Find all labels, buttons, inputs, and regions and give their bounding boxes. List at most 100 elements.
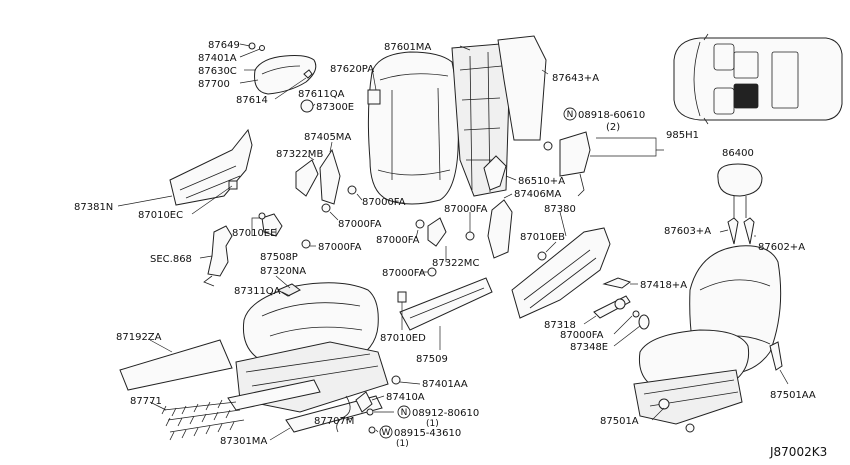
side-shield-87380 xyxy=(511,227,611,319)
trim-87406ma xyxy=(487,199,513,259)
callout-87192za: 87192ZA xyxy=(116,332,162,343)
callout-87318: 87318 xyxy=(544,320,576,331)
cap-87401a xyxy=(259,45,265,51)
bolt-set-87771 xyxy=(149,399,245,441)
screw-87000fa-b xyxy=(347,185,357,195)
tag-87620pa xyxy=(367,89,381,105)
symbol-w: W xyxy=(382,428,391,438)
clip-87614 xyxy=(303,69,313,79)
callout-87010ed: 87010ED xyxy=(380,333,426,344)
symbol-circle-n2 xyxy=(397,405,411,419)
module-985h1 xyxy=(559,131,591,177)
armrest-seam xyxy=(261,65,301,75)
symbol-circle-w xyxy=(379,425,393,439)
callout-87000fa-7: 87000FA xyxy=(560,330,604,341)
callout-87509: 87509 xyxy=(416,354,448,365)
symbol-n2: N xyxy=(401,408,408,418)
guide-87602a xyxy=(743,217,755,245)
callout-87348e: 87348E xyxy=(570,342,608,353)
callout-87000fa-5: 87000FA xyxy=(376,235,420,246)
callout-87380: 87380 xyxy=(544,204,576,215)
right-side-shield-group xyxy=(511,211,650,347)
bolt-08918 xyxy=(543,141,553,151)
trim-87322mc xyxy=(427,217,447,247)
seat-cushion-group xyxy=(227,275,421,441)
symbol-n: N xyxy=(567,110,574,120)
callout-985h1: 985H1 xyxy=(666,130,699,141)
side-shield-87381n xyxy=(169,128,253,206)
callout-86400: 86400 xyxy=(722,148,754,159)
cap-87348e xyxy=(638,314,650,330)
callout-87322mc: 87322MC xyxy=(432,258,479,269)
link-87410a xyxy=(355,391,373,413)
screw-87000fa-g xyxy=(632,310,640,318)
callout-87405ma: 87405MA xyxy=(304,132,351,143)
callout-86510a: 86510+A xyxy=(518,176,565,187)
screw-87000fa-e xyxy=(465,231,475,241)
callout-87010eb: 87010EB xyxy=(520,232,565,243)
callout-87630c: 87630C xyxy=(198,66,237,77)
callout-08918-qty: (2) xyxy=(606,122,620,133)
callout-87000fa-3: 87000FA xyxy=(318,242,362,253)
callout-87602a: 87602+A xyxy=(758,242,805,253)
screw-87000fa-a xyxy=(321,203,331,213)
callout-87501aa: 87501AA xyxy=(770,390,816,401)
callout-87000fa-2: 87000FA xyxy=(338,219,382,230)
callout-87320na: 87320NA xyxy=(260,266,306,277)
callout-87010ec: 87010EC xyxy=(138,210,183,221)
callout-08912: 08912-80610 xyxy=(412,408,479,419)
vehicle-outline xyxy=(673,37,843,121)
callout-87300e: 87300E xyxy=(316,102,354,113)
callout-87603a: 87603+A xyxy=(664,226,711,237)
callout-87611qa: 87611QA xyxy=(298,89,345,100)
callout-87643a: 87643+A xyxy=(552,73,599,84)
callout-87401a: 87401A xyxy=(198,53,237,64)
center-bracket-group xyxy=(397,155,517,350)
vehicle-locator xyxy=(673,33,843,125)
locator-seat-front xyxy=(733,51,759,79)
seat-rail-left xyxy=(227,379,321,411)
callout-87771: 87771 xyxy=(130,396,162,407)
insulator-group xyxy=(119,339,233,391)
locator-seat-highlight xyxy=(733,83,759,109)
guide-87603a xyxy=(727,217,739,245)
trim-87322mb xyxy=(295,159,319,197)
bolt-87401aa xyxy=(391,375,401,385)
diagram-reference-code: J87002K3 xyxy=(769,445,827,459)
grommet-87300e xyxy=(300,99,314,113)
callout-87707m: 87707M xyxy=(314,416,354,427)
insulator-87192za xyxy=(119,339,233,391)
screw-87000fa-c xyxy=(301,239,311,249)
callout-87508p: 87508P xyxy=(260,252,298,263)
callout-87000fa-4: 87000FA xyxy=(444,204,488,215)
cross-member-87509 xyxy=(399,277,493,331)
cover-87501aa xyxy=(769,341,783,371)
callout-08912-qty: (1) xyxy=(426,419,439,429)
bolt-87010ec xyxy=(228,180,238,190)
callout-08918: 08918-60610 xyxy=(578,110,645,121)
callout-87381n: 87381N xyxy=(74,202,113,213)
callout-87301ma: 87301MA xyxy=(220,436,267,447)
assembled-frame xyxy=(633,369,743,425)
callout-87010ee: 87010EE xyxy=(232,228,276,239)
clip-87010ee xyxy=(258,212,266,220)
armrest-pad xyxy=(254,55,317,95)
callout-87322mb: 87322MB xyxy=(276,149,323,160)
callout-87000fa-1: 87000FA xyxy=(362,197,406,208)
bracket-86510a xyxy=(483,155,507,191)
callout-87700: 87700 xyxy=(198,79,230,90)
lever-87418a xyxy=(602,277,632,289)
headrest-86400 xyxy=(717,163,763,197)
belt-buckle-sec868 xyxy=(207,225,233,277)
callout-87601ma: 87601MA xyxy=(384,42,431,53)
callout-87406ma: 87406MA xyxy=(514,189,561,200)
bolt-87010ed xyxy=(397,291,407,303)
callout-87000fa-6: 87000FA xyxy=(382,268,426,279)
armrest-group xyxy=(239,42,317,100)
callout-87410a: 87410A xyxy=(386,392,425,403)
back-panel-87643 xyxy=(497,35,547,141)
headrest-group xyxy=(543,131,763,245)
bolt-87010eb xyxy=(537,251,547,261)
